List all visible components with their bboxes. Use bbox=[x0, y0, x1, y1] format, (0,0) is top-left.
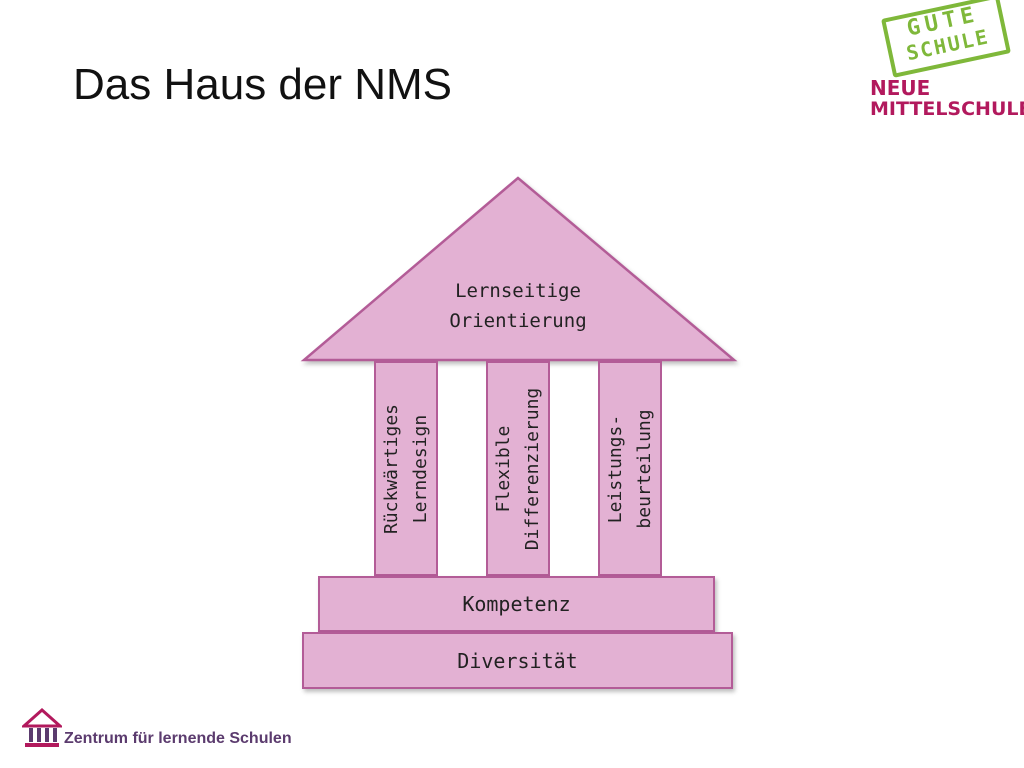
roof-triangle bbox=[300, 176, 738, 362]
step-kompetenz: Kompetenz bbox=[318, 576, 715, 632]
logo-line-2: MITTELSCHULE bbox=[870, 98, 1024, 120]
slide-title: Das Haus der NMS bbox=[73, 60, 453, 109]
roof-label-line-2: Orientierung bbox=[449, 310, 587, 332]
pillar-label-line-1: Flexible bbox=[493, 425, 514, 512]
pillar-label-line-2: beurteilung bbox=[634, 408, 655, 529]
pillar-label-line-1: Leistungs- bbox=[605, 414, 626, 523]
roof-label: Lernseitige Orientierung bbox=[418, 276, 618, 336]
pillar-label-line-1: Rückwärtiges bbox=[381, 403, 402, 534]
footer-logo: Zentrum für lernende Schulen bbox=[22, 708, 322, 758]
pillar-rueckwaertiges-lerndesign: Rückwärtiges Lerndesign bbox=[374, 361, 438, 576]
pillar-leistungsbeurteilung: Leistungs- beurteilung bbox=[598, 361, 662, 576]
pillar-label: Flexible Differenzierung bbox=[489, 369, 547, 569]
pillar-label-line-2: Lerndesign bbox=[410, 414, 431, 523]
pillar-label: Rückwärtiges Lerndesign bbox=[377, 369, 435, 569]
pillar-label: Leistungs- beurteilung bbox=[601, 369, 659, 569]
neue-mittelschule-logo: GUTE SCHULE NEUE MITTELSCHULE bbox=[858, 0, 1024, 130]
footer-text: Zentrum für lernende Schulen bbox=[64, 730, 292, 747]
pillar-flexible-differenzierung: Flexible Differenzierung bbox=[486, 361, 550, 576]
roof-label-line-1: Lernseitige bbox=[455, 280, 581, 302]
step-diversitaet: Diversität bbox=[302, 632, 733, 689]
pillar-label-line-2: Differenzierung bbox=[522, 387, 543, 550]
logo-line-1: NEUE bbox=[870, 76, 931, 100]
school-building-icon bbox=[22, 708, 62, 747]
